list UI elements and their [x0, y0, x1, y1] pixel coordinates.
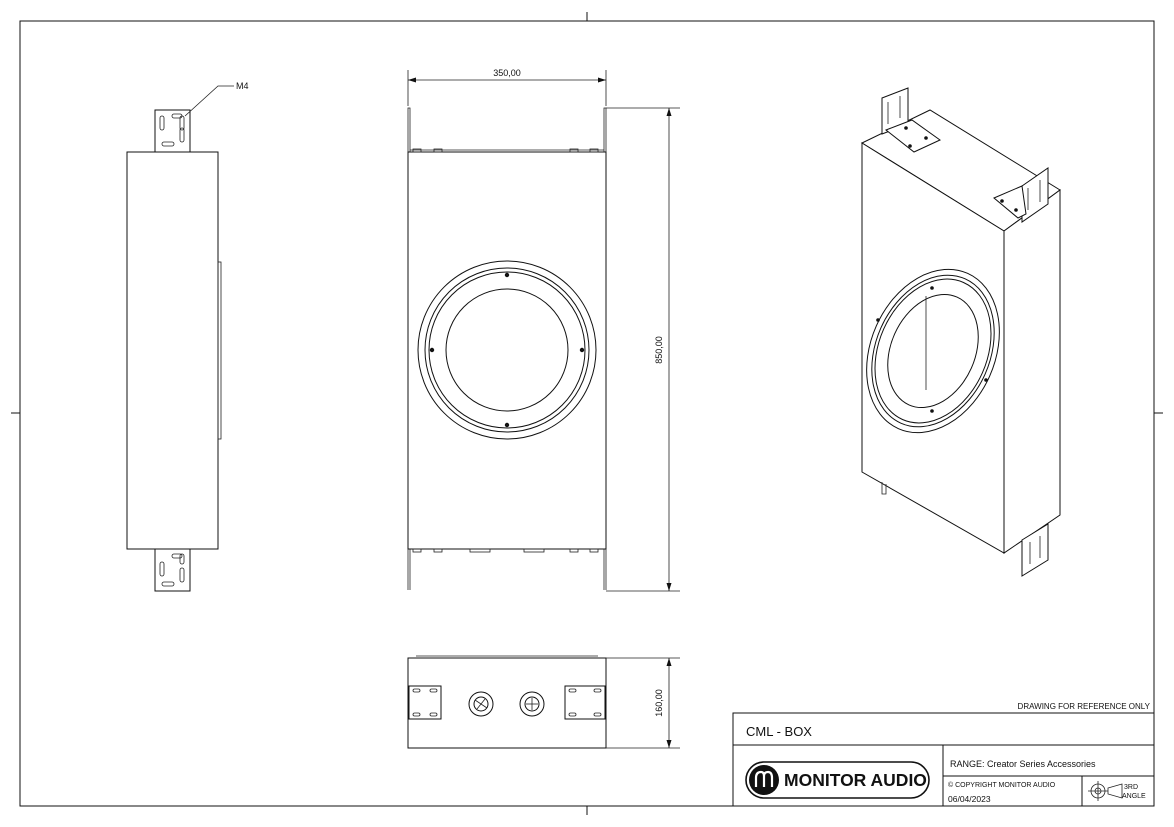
bottom-body	[407, 657, 607, 749]
side-flange	[217, 261, 222, 440]
drawing-title: CML - BOX	[746, 724, 812, 739]
depth-dimension-label: 160,00	[654, 689, 664, 717]
speaker-cutout	[445, 288, 569, 412]
depth-dimension: 160,00	[606, 657, 680, 749]
width-dimension-label: 350,00	[493, 68, 521, 78]
cable-port-right	[519, 691, 545, 717]
bottom-bracket-left	[408, 685, 442, 720]
range-text: RANGE: Creator Series Accessories	[950, 759, 1096, 769]
reference-note: DRAWING FOR REFERENCE ONLY	[1018, 702, 1151, 711]
iso-speaker-cutout	[887, 293, 979, 409]
height-dimension-label: 850,00	[654, 336, 664, 364]
title-block: CML - BOX MONITOR AUDIO RANGE: Creator S…	[732, 712, 1155, 807]
bottom-bracket-right	[564, 685, 606, 720]
side-body	[126, 151, 219, 550]
cable-port-left	[468, 691, 494, 717]
height-dimension: 850,00	[606, 107, 680, 592]
side-view: M4	[126, 81, 249, 592]
front-view	[407, 107, 607, 590]
drawing-date: 06/04/2023	[948, 794, 991, 804]
bottom-view	[407, 655, 607, 749]
third-angle-projection-icon	[1088, 781, 1123, 801]
brand-logo: MONITOR AUDIO	[745, 761, 930, 799]
copyright-text: © COPYRIGHT MONITOR AUDIO	[948, 781, 1056, 789]
projection-label-1: 3RD	[1124, 784, 1138, 791]
iso-front-face	[861, 142, 1005, 554]
iso-bottom-bracket	[1021, 523, 1049, 577]
brand-name: MONITOR AUDIO	[784, 770, 927, 790]
outer-trim-ring	[417, 260, 597, 440]
iso-trim-ring	[866, 268, 1000, 434]
isometric-view	[860, 87, 1061, 577]
projection-label-2: ANGLE	[1122, 793, 1146, 800]
m4-callout: M4	[236, 81, 249, 91]
width-dimension: 350,00	[407, 68, 607, 106]
front-body	[407, 151, 607, 550]
m4-leader-line	[184, 85, 234, 117]
logo-mark-icon	[754, 770, 774, 787]
